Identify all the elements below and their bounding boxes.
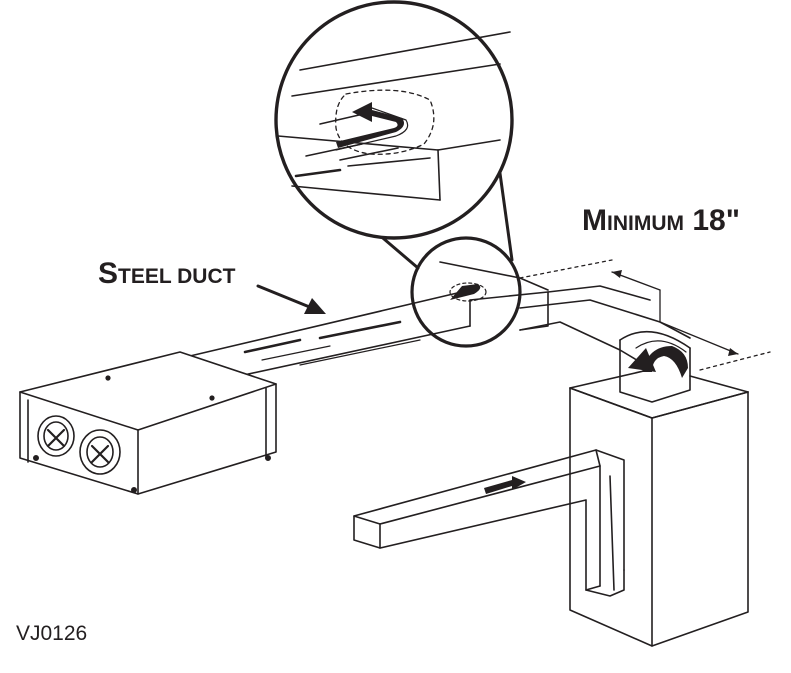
steel-duct — [189, 289, 471, 379]
riser-airflow-arrow — [628, 346, 688, 378]
lower-duct — [353, 449, 625, 597]
unit-port-right — [79, 429, 121, 475]
unit-port-left — [37, 415, 75, 457]
dimension-extension-lines — [519, 259, 771, 371]
duct-elbow — [439, 261, 691, 369]
ventilation-unit — [19, 351, 277, 495]
minimum-distance-label: Minimum 18" — [582, 204, 740, 237]
furnace-cabinet — [569, 369, 749, 647]
magnified-detail — [274, 0, 514, 240]
steel-duct-pointer — [256, 284, 326, 314]
steel-duct-label: Steel duct — [98, 257, 236, 290]
detail-marker-circle — [410, 236, 522, 348]
lower-airflow-arrow — [484, 476, 526, 494]
figure-code: VJ0126 — [16, 622, 88, 645]
